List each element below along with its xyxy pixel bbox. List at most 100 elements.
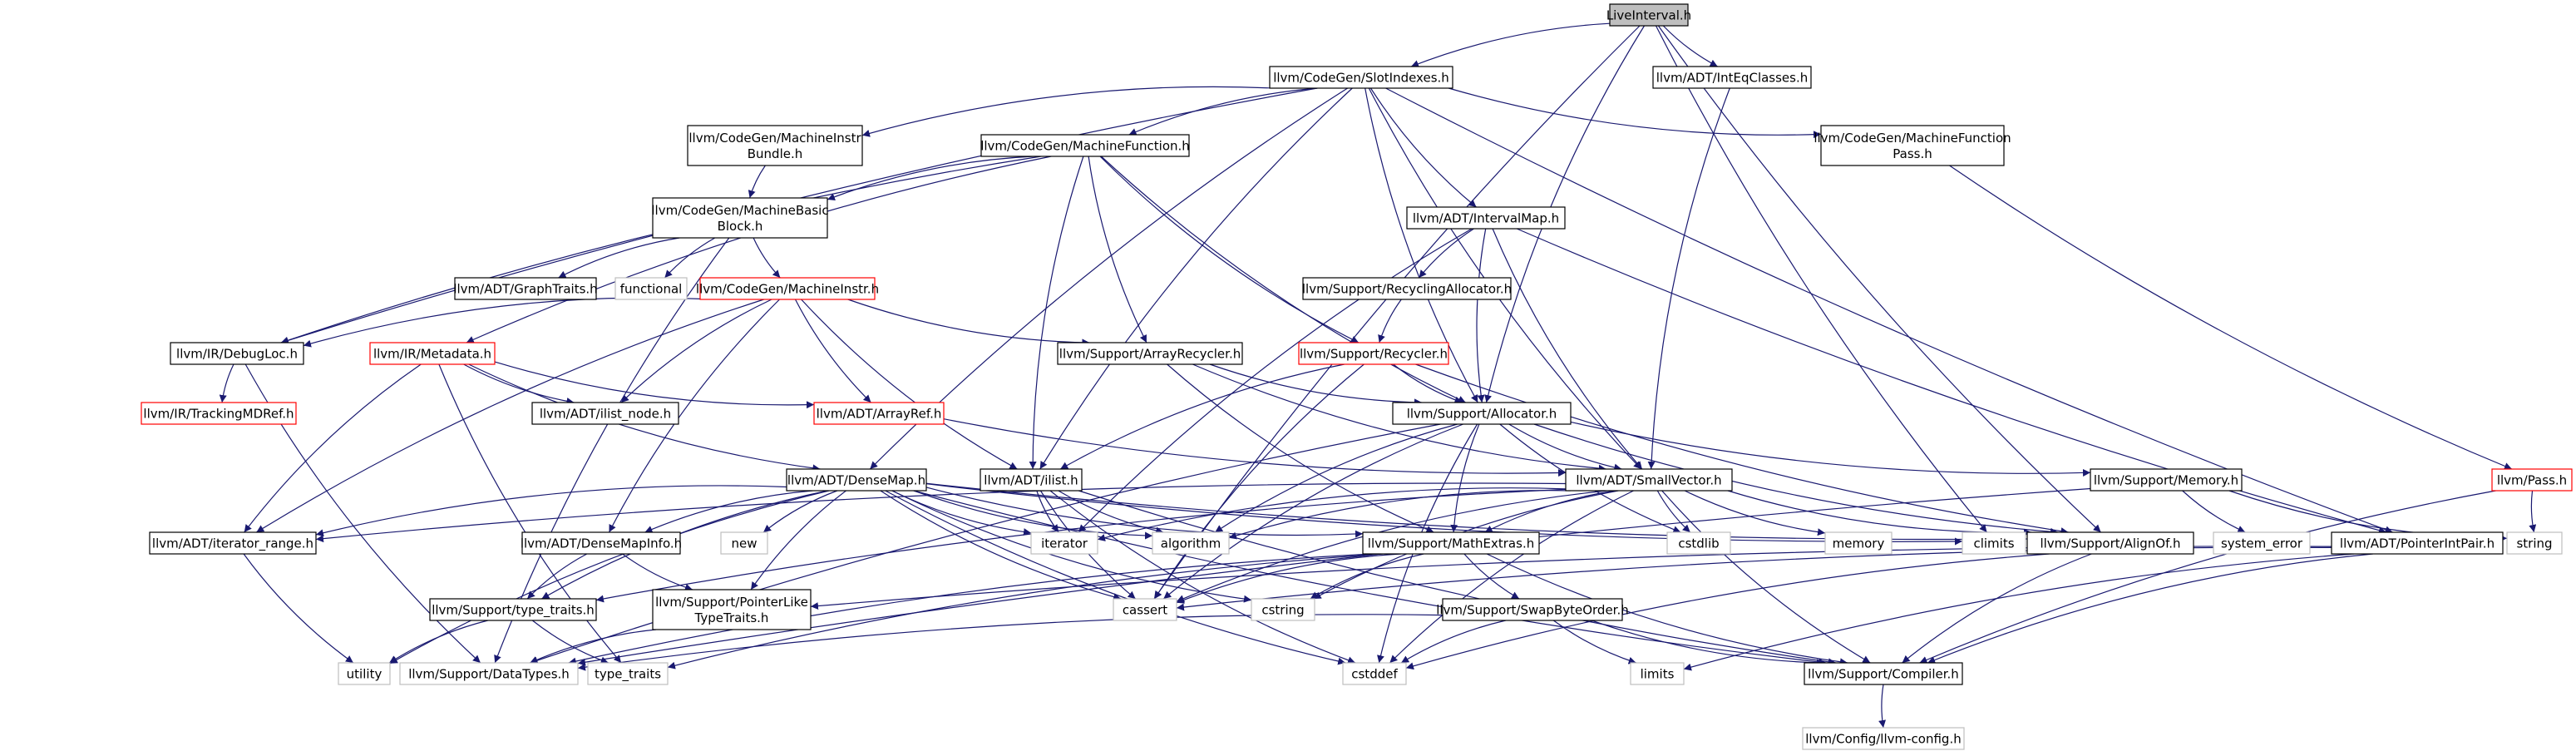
node-box bbox=[699, 277, 876, 300]
edge-array-recycler-to-math-extras bbox=[1167, 363, 1434, 533]
node-label: llvm/ADT/ilist.h bbox=[984, 473, 1078, 488]
edge-math-extras-to-type-traits bbox=[667, 553, 1384, 669]
edge-dense-map-to-cstddef bbox=[885, 490, 1346, 665]
node-memory[interactable]: llvm/Support/Memory.h bbox=[2090, 468, 2243, 492]
edge-allocator-to-algorithm bbox=[1214, 423, 1458, 533]
node-allocator[interactable]: llvm/Support/Allocator.h bbox=[1392, 402, 1572, 425]
edge-allocator-to-cassert bbox=[1162, 423, 1463, 600]
edge-dense-map-to-utility bbox=[389, 490, 830, 665]
edge-swap-byte-order-to-limits bbox=[1552, 620, 1636, 665]
node-swap-byte-order[interactable]: llvm/Support/SwapByteOrder.h bbox=[1436, 598, 1629, 621]
edge-pass-to-string bbox=[2529, 490, 2537, 533]
node-algorithm: algorithm bbox=[1152, 531, 1230, 555]
node-utility: utility bbox=[338, 662, 391, 685]
edge-slot-indexes-to-machine-function bbox=[1128, 87, 1318, 136]
edge-math-extras-to-data-types bbox=[568, 553, 1372, 665]
node-dense-map[interactable]: llvm/ADT/DenseMap.h bbox=[786, 468, 927, 492]
node-box bbox=[1652, 66, 1812, 89]
edge-small-vector-to-cassert bbox=[1176, 490, 1607, 602]
node-live-interval[interactable]: LiveInterval.h bbox=[1606, 3, 1691, 27]
node-label: llvm/ADT/IntervalMap.h bbox=[1413, 211, 1559, 226]
node-recycling-allocator[interactable]: llvm/Support/RecyclingAllocator.h bbox=[1302, 277, 1512, 300]
node-label: limits bbox=[1641, 667, 1675, 682]
node-debug-loc[interactable]: llvm/IR/DebugLoc.h bbox=[170, 342, 304, 365]
edge-math-extras-to-cassert bbox=[1176, 553, 1402, 604]
edge-align-of-to-cstddef bbox=[1405, 553, 2050, 670]
node-small-vector[interactable]: llvm/ADT/SmallVector.h bbox=[1565, 468, 1733, 492]
edge-recycling-allocator-to-recycler bbox=[1378, 299, 1402, 343]
node-box bbox=[1298, 342, 1449, 365]
node-llvm-config: llvm/Config/llvm-config.h bbox=[1802, 727, 1965, 750]
node-dense-map-info[interactable]: llvm/ADT/DenseMapInfo.h bbox=[521, 531, 682, 555]
edge-recycler-to-cassert bbox=[1154, 363, 1364, 600]
node-ilist[interactable]: llvm/ADT/ilist.h bbox=[980, 468, 1083, 492]
node-label: cassert bbox=[1123, 603, 1167, 618]
edge-dense-map-to-algorithm bbox=[913, 490, 1153, 540]
edge-align-of-to-compiler bbox=[1902, 553, 2092, 664]
node-align-of[interactable]: llvm/Support/AlignOf.h bbox=[2026, 531, 2194, 555]
edge-swap-byte-order-to-data-types bbox=[577, 614, 1443, 671]
node-ilist-node[interactable]: llvm/ADT/ilist_node.h bbox=[531, 402, 679, 425]
node-label: cstddef bbox=[1351, 667, 1398, 682]
node-array-ref[interactable]: llvm/ADT/ArrayRef.h bbox=[813, 402, 945, 425]
node-box bbox=[1057, 342, 1243, 365]
edge-pointer-int-pair-to-limits bbox=[1683, 553, 2355, 671]
node-machine-function[interactable]: llvm/CodeGen/MachineFunction.h bbox=[980, 134, 1190, 157]
node-tracking-mdref[interactable]: llvm/IR/TrackingMDRef.h bbox=[141, 402, 297, 425]
edge-machine-instr-to-debug-loc bbox=[303, 297, 701, 348]
node-cstddef: cstddef bbox=[1342, 662, 1407, 685]
node-label: algorithm bbox=[1161, 536, 1221, 551]
node-box bbox=[1392, 402, 1572, 425]
node-label: iterator bbox=[1041, 536, 1088, 551]
node-array-recycler[interactable]: llvm/Support/ArrayRecycler.h bbox=[1057, 342, 1243, 365]
node-recycler[interactable]: llvm/Support/Recycler.h bbox=[1298, 342, 1449, 365]
edge-type-traits-h-to-utility bbox=[388, 620, 488, 664]
edge-interval-map-to-iterator bbox=[1078, 228, 1473, 533]
node-box bbox=[1030, 531, 1098, 555]
node-box bbox=[1820, 125, 2005, 166]
node-box bbox=[141, 402, 297, 425]
node-box bbox=[1802, 727, 1965, 750]
node-box bbox=[1251, 598, 1315, 621]
node-metadata[interactable]: llvm/IR/Metadata.h bbox=[369, 342, 496, 365]
edge-allocator-to-align-of bbox=[1533, 423, 2059, 536]
node-new: new bbox=[720, 531, 768, 555]
node-box bbox=[813, 402, 945, 425]
node-iterator: iterator bbox=[1030, 531, 1098, 555]
node-label: llvm/Support/PointerLike bbox=[655, 595, 808, 610]
edge-machine-instr-bundle-to-machine-basic-block bbox=[748, 165, 766, 199]
node-iterator-range[interactable]: llvm/ADT/iterator_range.h bbox=[149, 531, 317, 555]
node-slot-indexes[interactable]: llvm/CodeGen/SlotIndexes.h bbox=[1269, 66, 1453, 89]
node-interval-map[interactable]: llvm/ADT/IntervalMap.h bbox=[1406, 206, 1566, 230]
node-pointer-int-pair[interactable]: llvm/ADT/PointerIntPair.h bbox=[2331, 531, 2504, 555]
node-label: llvm/Support/MathExtras.h bbox=[1368, 536, 1534, 551]
node-machine-instr[interactable]: llvm/CodeGen/MachineInstr.h bbox=[696, 277, 879, 300]
edge-iterator-range-to-utility bbox=[243, 553, 354, 664]
edge-recycler-to-allocator bbox=[1393, 363, 1463, 404]
node-math-extras[interactable]: llvm/Support/MathExtras.h bbox=[1362, 531, 1540, 555]
edge-machine-basic-block-to-machine-instr bbox=[753, 237, 781, 279]
edge-slot-indexes-to-ilist bbox=[1039, 87, 1353, 470]
node-box bbox=[980, 468, 1083, 492]
node-compiler[interactable]: llvm/Support/Compiler.h bbox=[1804, 662, 1963, 685]
edge-array-recycler-to-allocator bbox=[1209, 363, 1423, 407]
node-type-traits-h[interactable]: llvm/Support/type_traits.h bbox=[429, 598, 597, 621]
node-label: climits bbox=[1973, 536, 2014, 551]
node-box bbox=[1442, 598, 1623, 621]
edge-math-extras-to-cstring bbox=[1310, 553, 1424, 600]
node-box bbox=[149, 531, 317, 555]
edge-live-interval-to-slot-indexes bbox=[1410, 22, 1611, 67]
node-box bbox=[1269, 66, 1453, 89]
node-pass[interactable]: llvm/Pass.h bbox=[2491, 468, 2573, 492]
nodes-layer: LiveInterval.h llvm/CodeGen/SlotIndexes.h… bbox=[141, 3, 2573, 750]
edge-memory-to-system-error bbox=[2182, 490, 2246, 533]
edge-machine-instr-to-iterator-range bbox=[255, 299, 764, 533]
node-graph-traits[interactable]: llvm/ADT/GraphTraits.h bbox=[453, 277, 598, 300]
node-int-eq-classes[interactable]: llvm/ADT/IntEqClasses.h bbox=[1652, 66, 1812, 89]
edge-ilist-to-compiler bbox=[1078, 490, 1836, 666]
edge-metadata-to-iterator-range bbox=[244, 363, 422, 533]
